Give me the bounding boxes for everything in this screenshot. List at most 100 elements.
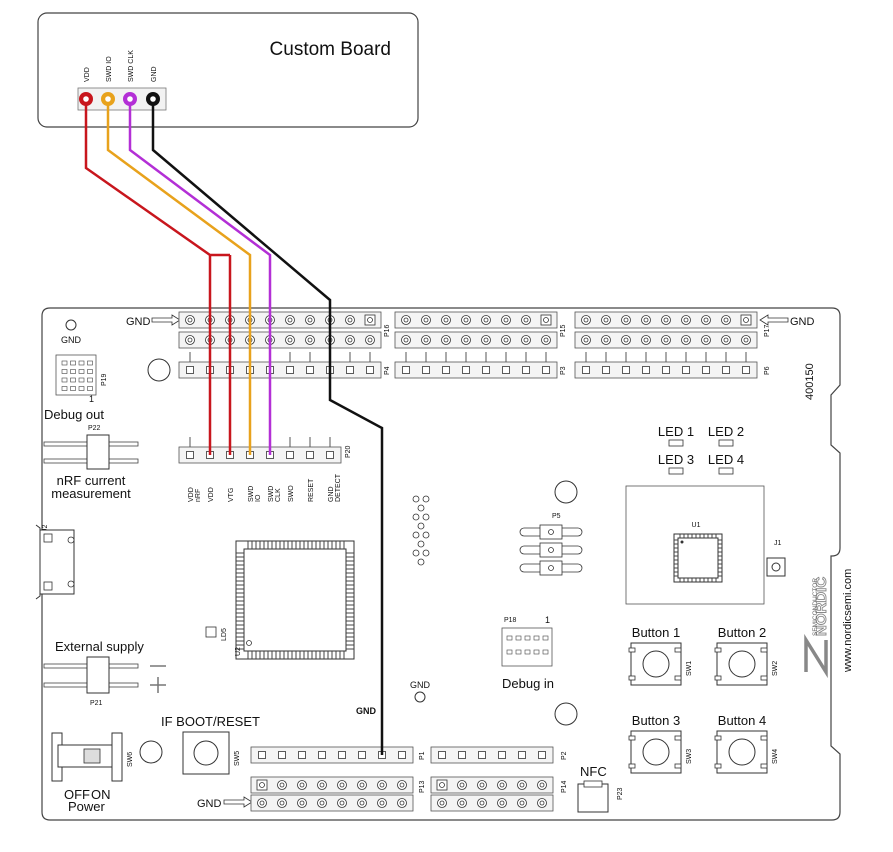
header-pin (582, 366, 590, 374)
interface-mcu-u2: U2 LD5 (205, 540, 355, 660)
header-pin-hole (703, 317, 709, 323)
via (422, 549, 430, 557)
header-pin-hole (299, 800, 305, 806)
header-label-p23: P23 (617, 787, 624, 800)
custom-board-pin-hole (83, 96, 89, 102)
header-pin (278, 751, 286, 759)
header-pin-hole (503, 317, 509, 323)
header-pin (61, 360, 68, 366)
header-body (430, 746, 554, 764)
p20-pin-label: RESET (308, 478, 315, 502)
header-pin (338, 751, 346, 759)
u2-body (243, 548, 347, 652)
wire-swd-io (106, 102, 252, 455)
mounting-hole (139, 740, 163, 764)
p20-pin-label: SWO (288, 485, 295, 502)
header-pin (722, 366, 730, 374)
header-label-j2: J2 (42, 525, 49, 533)
header-pin-hole (523, 337, 529, 343)
button-tab (714, 735, 722, 741)
header-pin (298, 751, 306, 759)
header-pin (61, 386, 68, 391)
u1-leads (674, 534, 722, 582)
header-pin-hole (483, 337, 489, 343)
header-pin (78, 369, 85, 374)
gnd-label-top-right: GND (790, 316, 815, 328)
arrow-right-icon (151, 314, 181, 326)
button-cap (728, 738, 756, 766)
custom-board-pin-hole (127, 96, 133, 102)
header-pin-hole (319, 800, 325, 806)
external-supply-label: External supply (55, 639, 144, 654)
header-pin (506, 649, 513, 655)
header-pin-hole (399, 800, 405, 806)
button-tab (628, 735, 636, 741)
u2-label: U2 (235, 647, 242, 656)
arrow-right-icon (223, 796, 253, 808)
header-pin-hole (339, 800, 345, 806)
header-pin-hole (499, 782, 505, 788)
led (718, 467, 734, 475)
header-label-p6: P6 (764, 366, 771, 375)
header-pin-hole (603, 317, 609, 323)
debug-in-label: Debug in (502, 676, 554, 691)
header-pin-hole (543, 317, 549, 323)
custom-board-pin-hole (150, 96, 156, 102)
jumper (86, 434, 110, 470)
p18-pin1-label: 1 (545, 615, 550, 625)
measurement-label: measurement (51, 486, 131, 501)
header-body (430, 794, 554, 812)
ld5-label: LD5 (221, 628, 228, 641)
via (412, 513, 420, 521)
if-boot-reset-button-sw5: IF BOOT/RESET SW5 (161, 714, 260, 775)
header-pin (438, 751, 446, 759)
header-pin (518, 751, 526, 759)
pin (548, 565, 554, 571)
gnd-test-pad (65, 319, 77, 331)
header-pin (306, 366, 314, 374)
p20-pin-label: CLK (275, 488, 282, 502)
header-pin-hole (299, 782, 305, 788)
header-label-p15: P15 (560, 324, 567, 337)
button-tab (674, 763, 682, 769)
external-supply-header-p21: External supply P21 (43, 639, 166, 707)
header-pin-hole (399, 782, 405, 788)
usb-hole (67, 536, 75, 544)
header-pin-hole (683, 337, 689, 343)
custom-board-pin-label: GND (151, 66, 158, 82)
power-label: Power (68, 799, 106, 814)
header-pin (702, 366, 710, 374)
button-label: Button 4 (718, 713, 766, 728)
plus-icon (150, 677, 166, 693)
header-pin (524, 635, 531, 641)
header-p5: P5 (519, 513, 583, 576)
button-tab (628, 647, 636, 653)
header-pin (61, 377, 68, 383)
p19-pin1-label: 1 (89, 394, 94, 404)
u1-label: U1 (692, 522, 701, 529)
header-label-p5: P5 (552, 513, 561, 520)
via (412, 495, 420, 503)
header-pin-hole (523, 317, 529, 323)
button-tab (674, 675, 682, 681)
button-tab (714, 647, 722, 653)
led-label: LED 1 (658, 424, 694, 439)
header-pin-hole (723, 317, 729, 323)
header-pin-hole (499, 800, 505, 806)
debug-out-header-p19: P19 1 Debug out (44, 354, 108, 422)
mounting-hole (147, 358, 171, 382)
if-boot-reset-label: IF BOOT/RESET (161, 714, 260, 729)
usb-pad (43, 533, 53, 543)
gnd-label-bottom: GND (197, 798, 222, 810)
header-pin (458, 751, 466, 759)
header-pin (78, 377, 85, 383)
pin1-marker (680, 540, 684, 544)
u2-leads (236, 541, 354, 659)
nfc-latch (583, 780, 603, 788)
button-tab (714, 763, 722, 769)
gnd-test-pad (414, 691, 426, 703)
header-pin (70, 377, 76, 383)
header-pin-hole (463, 317, 469, 323)
